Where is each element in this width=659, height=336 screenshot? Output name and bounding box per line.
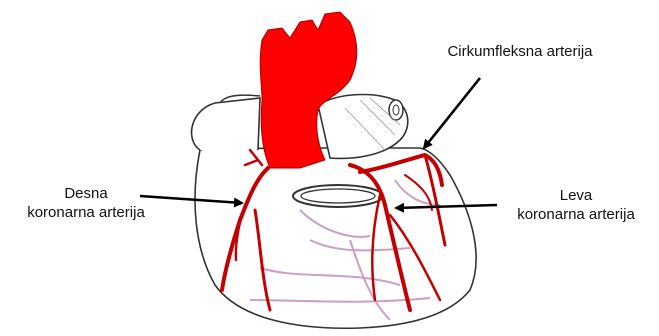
right-atrium-outline: [192, 98, 260, 150]
circumflex-artery-label: Cirkumfleksna arterija: [400, 42, 640, 61]
arrow-circumflex: [424, 78, 480, 148]
right-coronary-line2: koronarna arterija: [0, 203, 172, 222]
circumflex-artery-text: Cirkumfleksna arterija: [400, 42, 640, 61]
right-coronary-line1: Desna: [0, 184, 172, 203]
left-coronary-line1: Leva: [496, 186, 656, 205]
left-coronary-artery-label: Leva koronarna arterija: [496, 186, 656, 224]
left-coronary-line2: koronarna arterija: [496, 205, 656, 224]
right-coronary-artery-label: Desna koronarna arterija: [0, 184, 172, 222]
